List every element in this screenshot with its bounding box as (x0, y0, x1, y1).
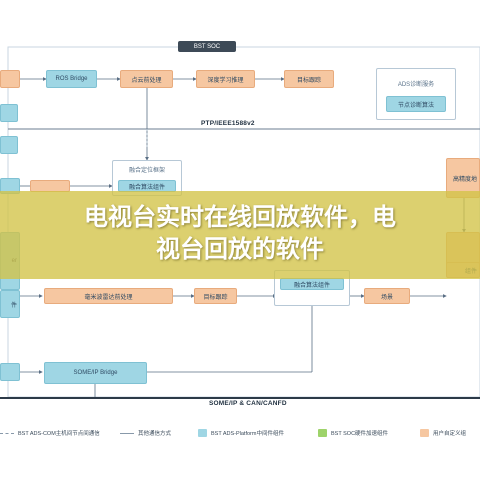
left-node-b (0, 104, 18, 122)
someip-bus-label: SOME/IP & CAN/CANFD (209, 400, 287, 407)
left-node-c (0, 136, 18, 154)
headline-banner (0, 191, 480, 279)
dashed-line-icon (0, 432, 14, 434)
left-node-g: 件 (0, 290, 20, 318)
blue-swatch (198, 429, 207, 437)
soc-tab: BST SOC (178, 41, 236, 52)
headline-line-2: 视台回放的软件 (156, 235, 324, 263)
orange-swatch (420, 429, 429, 437)
legend-item-ads-com: BST ADS-COM主机间节点间通信 (0, 429, 100, 437)
dashed-line-icon (120, 432, 134, 434)
fusion-mod-node: 融合算法组件 (280, 278, 344, 290)
node-diag-node: 节点诊断算法 (386, 96, 446, 112)
headline-title: 电视台实时在线回放软件，电 视台回放的软件 (20, 201, 460, 265)
ptp-label: PTP/IEEE1588v2 (201, 120, 255, 127)
ads-diag-group (376, 68, 456, 120)
ads-diag-label: ADS诊断服务 (397, 81, 435, 88)
target-tracking-node-1: 目标跟踪 (284, 70, 334, 88)
someip-bridge-node: SOME/IP Bridge (44, 362, 147, 384)
target-tracking-node-2: 目标跟踪 (194, 288, 237, 304)
legend-item-soc: BST SOC硬件加速组件 (318, 429, 388, 437)
legend-item-user: 用户自定义组 (420, 429, 466, 437)
legend: BST ADS-COM主机间节点间通信 其他通信方式 BST ADS-Platf… (0, 428, 480, 442)
scene-node: 场景 (364, 288, 410, 304)
legend-item-platform: BST ADS-Platform中间件组件 (198, 429, 284, 437)
headline-line-1: 电视台实时在线回放软件，电 (84, 203, 396, 231)
deep-learning-node: 深度学习推理 (196, 70, 255, 88)
left-node-a (0, 70, 20, 88)
green-swatch (318, 429, 327, 437)
legend-item-other: 其他通信方式 (120, 429, 171, 437)
mmwave-node: 毫米波雷达前处理 (44, 288, 173, 304)
point-cloud-node: 点云前处理 (120, 70, 173, 88)
fusion-frame-label: 融合定位框架 (128, 167, 165, 174)
ros-bridge-node: ROS Bridge (46, 70, 97, 88)
left-node-h (0, 363, 20, 381)
